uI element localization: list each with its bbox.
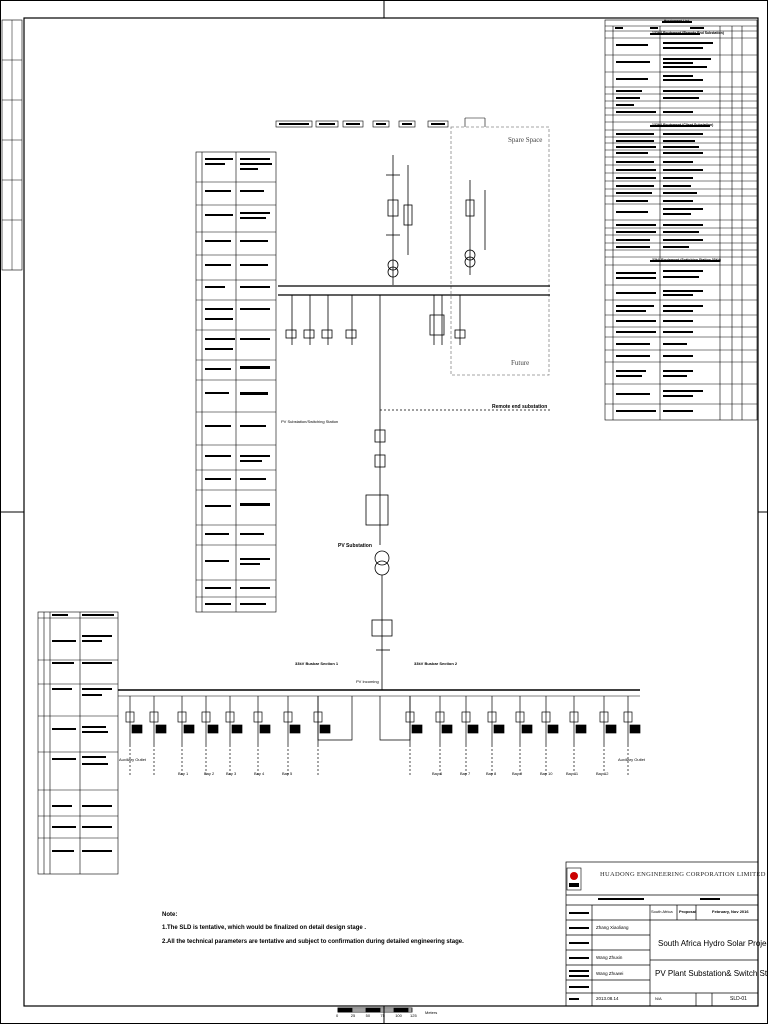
bay-label: Bay 12 [596, 771, 609, 776]
future-label: Future [511, 359, 530, 367]
feeder-breaker [125, 711, 135, 723]
project-title: South Africa Hydro Solar Project [658, 939, 768, 948]
feeder-ct [131, 724, 143, 734]
incoming-label: PV Incoming [356, 679, 379, 684]
feeder-breaker [599, 711, 609, 723]
pv-substation-label: PV Substation [338, 543, 372, 549]
company-logo [566, 867, 582, 891]
feeder-ct [629, 724, 641, 734]
bus-section-2-label: 33kV Busbar Section 2 [414, 661, 458, 666]
feeder-breaker [177, 711, 187, 723]
feeder-ct [231, 724, 243, 734]
company-name: HUADONG ENGINEERING CORPORATION LIMITED [600, 871, 766, 878]
bay-label: Bay 11 [566, 771, 579, 776]
reviewed-by: Wang Zhuxin [596, 955, 623, 960]
checked-by: Zhang Xiaoliang [596, 925, 629, 930]
bus-coupler [379, 696, 411, 741]
date-value: February, Nov 2016 [712, 909, 749, 914]
aux-right-label: Auxiliary Outlet [618, 757, 645, 762]
notes-title: Note: [162, 912, 178, 918]
feeder-ct [207, 724, 219, 734]
scale-tick-label: 0 [336, 1013, 339, 1018]
bay-label: Bay 1 [178, 771, 189, 776]
drawn-by: Wang Zhuwei [596, 971, 624, 976]
sheet-number: SLD-01 [730, 996, 747, 1002]
equipment-section-2: 132kV Equipment (Client Substation) [652, 123, 714, 127]
feeder-breaker [569, 711, 579, 723]
aux-left-label: Auxiliary Outlet [119, 757, 146, 762]
feeder-breaker [225, 711, 235, 723]
feeder-ct [319, 724, 331, 734]
equipment-table-title: Equipment List [664, 19, 690, 23]
feeder-ct [605, 724, 617, 734]
feeder-ct [155, 724, 167, 734]
note-line-2: 2.All the technical parameters are tenta… [162, 939, 464, 945]
equipment-section-3: 33kV Equipment (Switching Station 33kV) [652, 258, 722, 262]
feeder-ct [259, 724, 271, 734]
scale-tick-label: 100 [395, 1013, 402, 1018]
scale-value: N/A [655, 996, 662, 1001]
bay-label: Bay 2 [204, 771, 215, 776]
feeder-breaker [435, 711, 445, 723]
bay-label: Bay 10 [540, 771, 553, 776]
feeder-ct [521, 724, 533, 734]
bay-label: Bay 3 [226, 771, 237, 776]
issue-date: 2013.08.14 [596, 996, 619, 1001]
feeder-breaker [149, 711, 159, 723]
feeder-ct [575, 724, 587, 734]
region-value: South Africa [651, 909, 673, 914]
feeder-breaker [623, 711, 633, 723]
feeder-breaker [201, 711, 211, 723]
feeder-ct [493, 724, 505, 734]
scale-tick-label: 125 [410, 1013, 417, 1018]
spare-space-label: Spare Space [508, 136, 543, 144]
feeder-ct [183, 724, 195, 734]
feeder-ct [289, 724, 301, 734]
bus-section-1-label: 33kV Busbar Section 1 [295, 661, 339, 666]
equipment-section-1: 132kV Equipment (Remote End Substation) [652, 31, 724, 35]
scale-unit: Meters [425, 1010, 438, 1015]
bus-coupler [317, 696, 353, 741]
bay-label: Bay 5 [282, 771, 293, 776]
feeder-breaker [515, 711, 525, 723]
feeder-ct [547, 724, 559, 734]
feeder-breaker [541, 711, 551, 723]
remote-end-label: Remote end substation [492, 404, 548, 410]
pv-sub-switching-label: PV Substation/Switching Station [281, 419, 339, 424]
bay-label: Bay 9 [512, 771, 523, 776]
feeder-breaker [283, 711, 293, 723]
scale-tick-label: 50 [365, 1013, 371, 1018]
note-line-1: 1.The SLD is tentative, which would be f… [162, 925, 367, 931]
stage-value: Proposal [679, 909, 697, 914]
feeder-ct [441, 724, 453, 734]
feeder-ct [411, 724, 423, 734]
scale-tick-label: 75 [380, 1013, 385, 1018]
bay-label: Bay 8 [486, 771, 497, 776]
feeder-breaker [253, 711, 263, 723]
feeder-breaker [487, 711, 497, 723]
bay-label: Bay 6 [432, 771, 443, 776]
scale-tick-label: 25 [350, 1013, 356, 1018]
feeder-ct [467, 724, 479, 734]
drawing-title: PV Plant Substation& Switch Station SLD [655, 969, 768, 978]
bay-label: Bay 4 [254, 771, 265, 776]
feeder-breaker [461, 711, 471, 723]
bay-label: Bay 7 [460, 771, 471, 776]
